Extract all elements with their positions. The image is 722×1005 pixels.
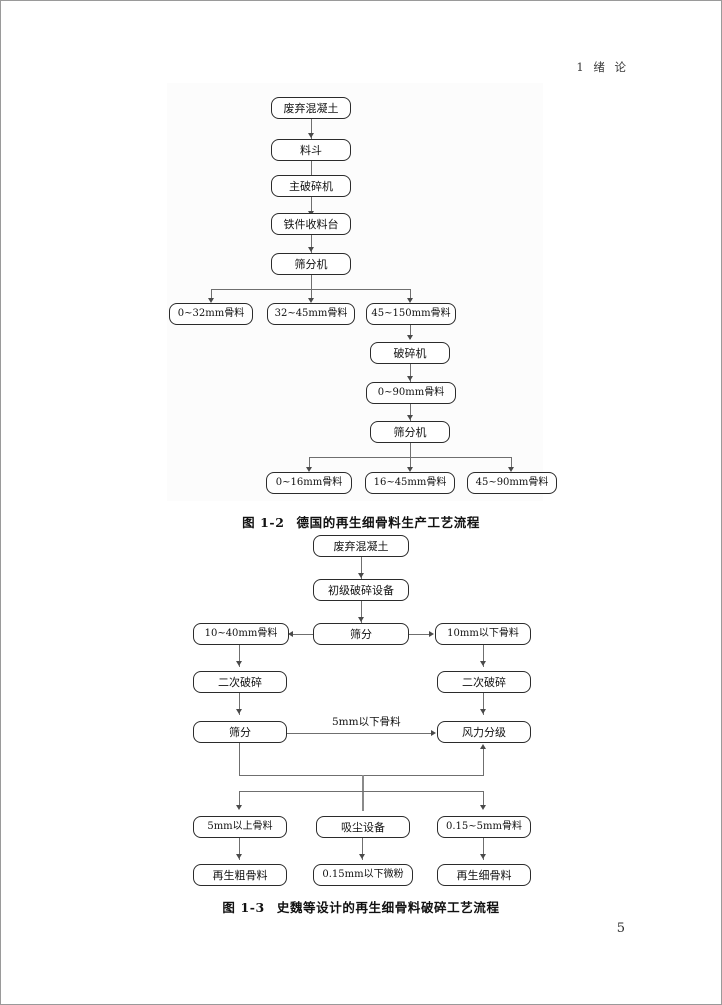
node-aggregate-015-5: 0.15~5mm骨料 <box>437 816 531 838</box>
node-main-crusher: 主破碎机 <box>271 175 351 197</box>
node-aggregate-16-45: 16~45mm骨料 <box>365 472 455 494</box>
connector-line <box>311 275 312 289</box>
connector-line <box>483 645 484 667</box>
figure-2-caption-text: 史魏等设计的再生细骨料破碎工艺流程 <box>276 900 500 915</box>
arrow-down-icon <box>357 617 364 622</box>
connector-line <box>410 364 411 382</box>
connector-bus <box>239 791 484 792</box>
node-aggregate-over-5: 5mm以上骨料 <box>193 816 287 838</box>
connector-line <box>211 289 212 301</box>
connector-line <box>361 601 362 623</box>
arrow-down-icon <box>207 298 214 303</box>
connector-line <box>409 634 430 635</box>
node-iron-platform: 铁件收料台 <box>271 213 351 235</box>
node-waste-concrete: 废弃混凝土 <box>271 97 351 119</box>
arrow-down-icon <box>305 467 312 472</box>
connector-line <box>293 634 313 635</box>
figure-2-caption: 图 1-3 史魏等设计的再生细骨料破碎工艺流程 <box>1 897 721 916</box>
node-aggregate-32-45: 32~45mm骨料 <box>267 303 355 325</box>
node-waste-concrete-2: 废弃混凝土 <box>313 535 409 557</box>
figure-1-caption-text: 德国的再生细骨料生产工艺流程 <box>296 515 480 530</box>
connector-line <box>239 791 240 808</box>
connector-line <box>410 457 411 469</box>
connector-line <box>239 775 484 776</box>
connector-line <box>309 457 310 469</box>
connector-line <box>483 791 484 808</box>
connector-line <box>511 457 512 469</box>
node-aggregate-0-90: 0~90mm骨料 <box>366 382 456 404</box>
connector-line <box>239 838 240 860</box>
arrow-left-icon <box>288 630 293 637</box>
node-aggregate-10-40: 10~40mm骨料 <box>193 623 289 645</box>
connector-line <box>311 119 312 139</box>
arrow-down-icon <box>307 247 314 252</box>
node-aggregate-45-150: 45~150mm骨料 <box>366 303 456 325</box>
arrow-down-icon <box>406 335 413 340</box>
node-aggregate-under-10: 10mm以下骨料 <box>435 623 531 645</box>
connector-line <box>287 733 432 734</box>
arrow-down-icon <box>406 415 413 420</box>
figure-2-caption-number: 图 1-3 <box>222 900 265 915</box>
arrow-down-icon <box>479 805 486 810</box>
arrow-down-icon <box>479 661 486 666</box>
running-header: 1 绪 论 <box>576 60 629 74</box>
connector-line <box>311 289 312 301</box>
arrow-down-icon <box>307 298 314 303</box>
arrow-right-icon <box>431 729 436 736</box>
node-screening-2: 筛分 <box>193 721 287 743</box>
arrow-down-icon <box>307 133 314 138</box>
connector-line <box>311 197 312 217</box>
arrow-down-icon <box>357 573 364 578</box>
node-powder-under-015: 0.15mm以下微粉 <box>313 864 413 886</box>
connector-line <box>483 749 484 776</box>
connector-line <box>311 161 312 181</box>
edge-label-under-5mm: 5mm以下骨料 <box>332 716 401 728</box>
connector-line <box>311 235 312 253</box>
connector-line-center <box>362 775 364 811</box>
connector-line <box>361 557 362 579</box>
connector-line <box>410 325 411 339</box>
connector-line <box>410 404 411 421</box>
arrow-down-icon <box>235 661 242 666</box>
page-number: 5 <box>616 921 625 936</box>
arrow-down-icon <box>235 709 242 714</box>
figure-1-caption: 图 1-2 德国的再生细骨料生产工艺流程 <box>1 512 721 531</box>
scan-tint-region <box>167 83 543 501</box>
node-secondary-crush-right: 二次破碎 <box>437 671 531 693</box>
node-crusher: 破碎机 <box>370 342 450 364</box>
node-air-classifier: 风力分级 <box>437 721 531 743</box>
arrow-up-icon <box>479 744 486 749</box>
arrow-down-icon <box>406 298 413 303</box>
node-hopper: 料斗 <box>271 139 351 161</box>
connector-line <box>483 838 484 860</box>
node-screening-1: 筛分 <box>313 623 409 645</box>
node-aggregate-45-90: 45~90mm骨料 <box>467 472 557 494</box>
node-recycled-coarse: 再生粗骨料 <box>193 864 287 886</box>
connector-line <box>410 289 411 301</box>
figure-1-caption-number: 图 1-2 <box>242 515 285 530</box>
node-aggregate-0-32: 0~32mm骨料 <box>169 303 253 325</box>
node-aggregate-0-16: 0~16mm骨料 <box>266 472 352 494</box>
arrow-down-icon <box>235 805 242 810</box>
arrow-down-icon <box>358 854 365 859</box>
arrow-right-icon <box>429 630 434 637</box>
node-recycled-fine: 再生细骨料 <box>437 864 531 886</box>
arrow-down-icon <box>406 467 413 472</box>
node-screen-2: 筛分机 <box>370 421 450 443</box>
connector-line <box>239 693 240 715</box>
node-dust-collector: 吸尘设备 <box>316 816 410 838</box>
arrow-down-icon <box>479 709 486 714</box>
connector-line <box>239 645 240 667</box>
arrow-down-icon <box>235 854 242 859</box>
node-primary-crusher: 初级破碎设备 <box>313 579 409 601</box>
connector-line <box>362 838 363 860</box>
connector-line <box>483 693 484 715</box>
node-screen-1: 筛分机 <box>271 253 351 275</box>
connector-line <box>410 443 411 457</box>
node-secondary-crush-left: 二次破碎 <box>193 671 287 693</box>
connector-line <box>239 743 240 775</box>
arrow-down-icon <box>406 376 413 381</box>
arrow-down-icon <box>507 467 514 472</box>
arrow-down-icon <box>479 854 486 859</box>
